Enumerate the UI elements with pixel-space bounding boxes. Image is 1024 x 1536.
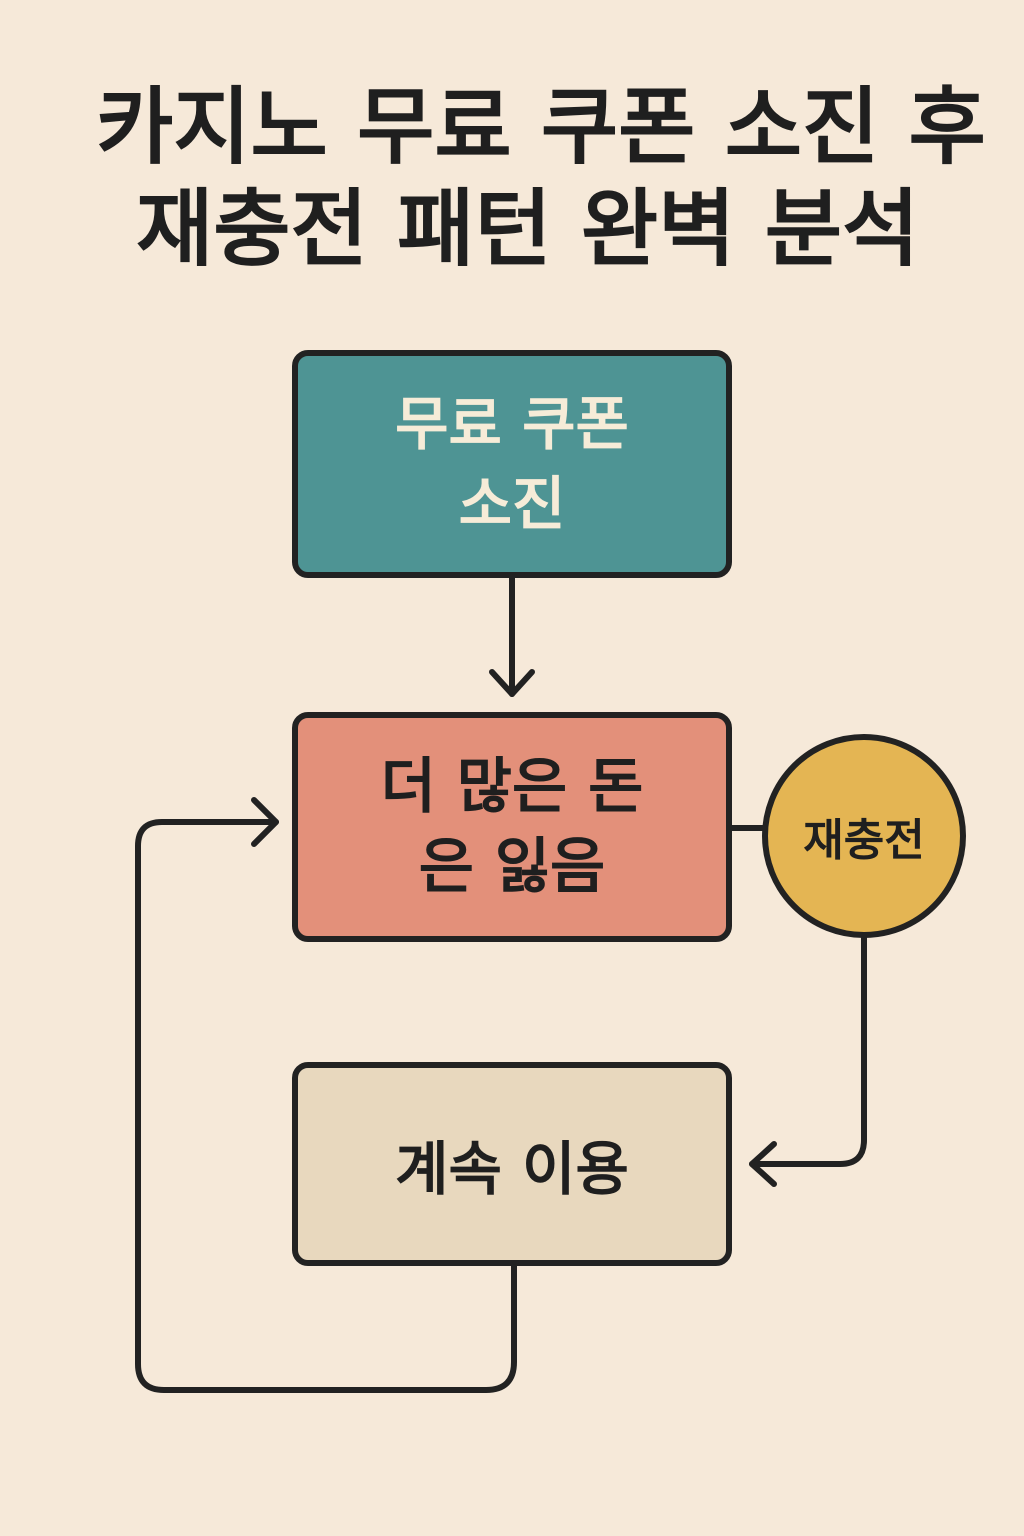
node-coupon-exhausted: 무료 쿠폰 소진 [292, 350, 732, 578]
node-continue-use: 계속 이용 [292, 1062, 732, 1266]
node-coupon-exhausted-label: 무료 쿠폰 소진 [395, 390, 629, 538]
title-line-2: 재충전 패턴 완벽 분석 [136, 180, 920, 278]
node-recharge-label: 재충전 [803, 815, 925, 866]
title-line-1: 카지노 무료 쿠폰 소진 후 [96, 78, 986, 176]
page-title: 카지노 무료 쿠폰 소진 후 재충전 패턴 완벽 분석 [0, 76, 1024, 280]
arrowhead-left-icon [749, 1141, 777, 1187]
node-lose-more-money-label: 더 많은 돈 은 잃음 [380, 752, 644, 902]
arrow-recharge-to-continue [749, 935, 867, 1167]
arrow-loop-back [135, 819, 517, 1393]
arrowhead-down-icon [489, 669, 535, 697]
node-lose-more-money: 더 많은 돈 은 잃음 [292, 712, 732, 942]
node-recharge: 재충전 [762, 734, 966, 938]
node-continue-use-label: 계속 이용 [395, 1135, 629, 1203]
arrowhead-right-icon [251, 797, 279, 847]
